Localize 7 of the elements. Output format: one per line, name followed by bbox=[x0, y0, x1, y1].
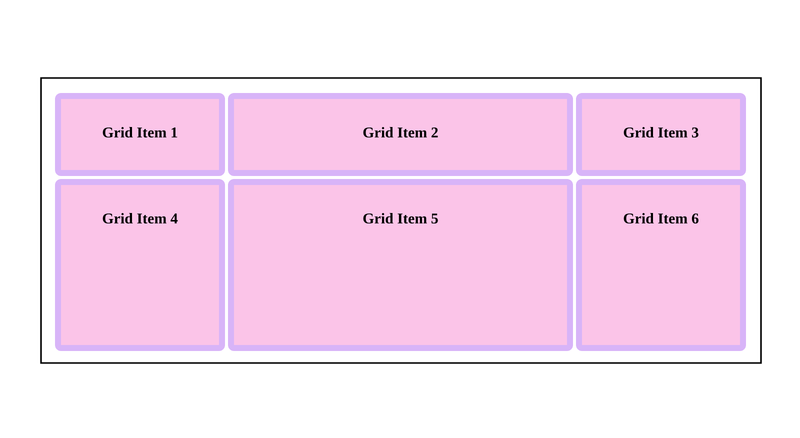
grid-cell: Grid Item 3 bbox=[576, 93, 746, 176]
grid-cell: Grid Item 6 bbox=[576, 179, 746, 351]
grid-cell: Grid Item 2 bbox=[228, 93, 573, 176]
grid-container bbox=[40, 77, 762, 364]
grid-cell: Grid Item 1 bbox=[55, 93, 225, 176]
grid-cell: Grid Item 5 bbox=[228, 179, 573, 351]
grid-cell: Grid Item 4 bbox=[55, 179, 225, 351]
